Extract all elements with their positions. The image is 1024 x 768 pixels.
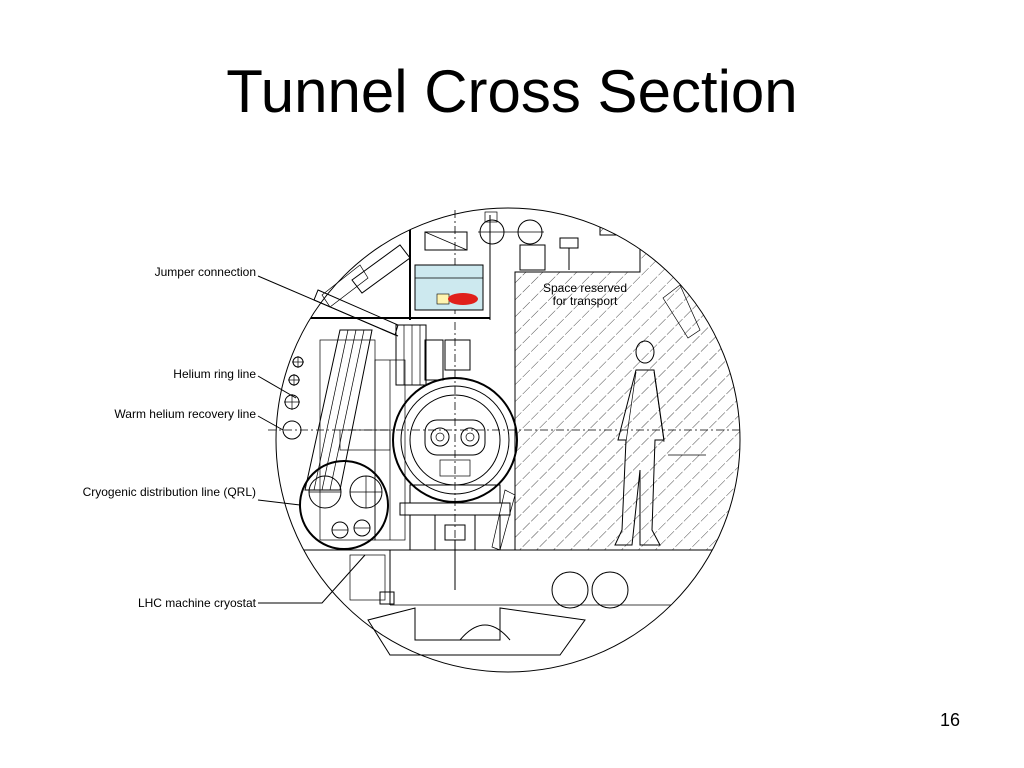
tank-label-plate xyxy=(436,293,450,305)
label-jumper-connection: Jumper connection xyxy=(155,265,256,279)
transport-space xyxy=(514,214,740,551)
left-cable-trays xyxy=(321,244,411,308)
qrl-support-structure xyxy=(304,329,406,541)
page-number: 16 xyxy=(939,710,961,730)
jumper-element xyxy=(313,289,399,336)
red-pipe-marker xyxy=(448,293,478,305)
slide-title: Tunnel Cross Section xyxy=(226,58,798,125)
qrl-line xyxy=(299,460,389,550)
label-lhc-machine-cryostat: LHC machine cryostat xyxy=(138,596,257,610)
helium-lines xyxy=(282,356,304,440)
label-warm-helium-recovery-line: Warm helium recovery line xyxy=(114,407,256,421)
lhc-cryostat xyxy=(392,339,518,516)
person-figure xyxy=(614,340,665,546)
label-space-reserved-line2: for transport xyxy=(553,294,618,308)
label-cryogenic-distribution-line: Cryogenic distribution line (QRL) xyxy=(83,485,256,499)
label-space-reserved-line1: Space reserved xyxy=(543,281,627,295)
label-helium-ring-line: Helium ring line xyxy=(173,367,256,381)
floor-drain xyxy=(349,554,629,656)
cryostat-supports xyxy=(409,489,516,590)
